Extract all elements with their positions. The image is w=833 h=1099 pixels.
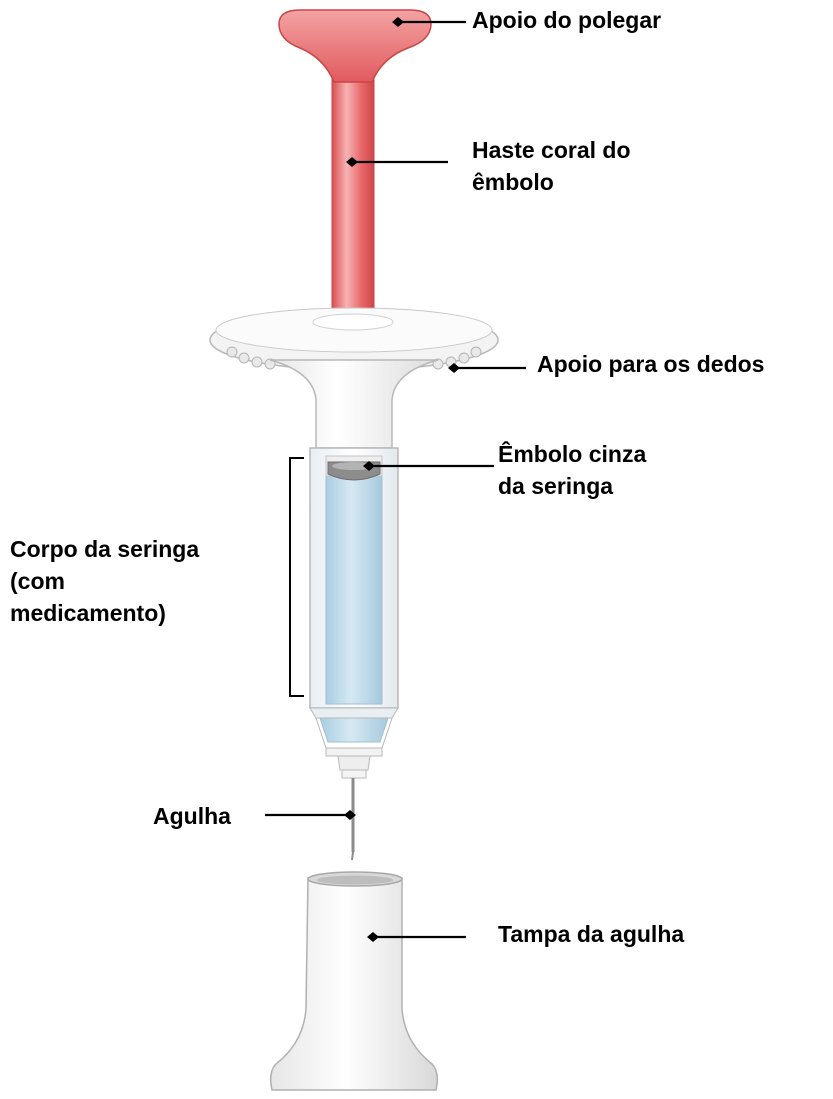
needle [351, 778, 355, 861]
label-line: Agulha [153, 803, 231, 829]
leader-lines [265, 17, 526, 942]
label-finger-flange: Apoio para os dedos [537, 348, 764, 380]
syringe-barrel [309, 447, 399, 779]
thumb-rest [278, 9, 432, 83]
label-line: Apoio para os dedos [537, 351, 765, 377]
label-gray-stopper: Êmbolo cinza da seringa [498, 438, 646, 502]
label-line: Tampa da agulha [498, 921, 685, 947]
label-line: (com [10, 568, 65, 594]
label-needle: Agulha [153, 800, 231, 832]
label-syringe-barrel: Corpo da seringa (com medicamento) [10, 533, 199, 629]
label-needle-cap: Tampa da agulha [498, 918, 684, 950]
needle-cap [269, 871, 439, 1091]
label-line: Corpo da seringa [10, 536, 200, 562]
label-line: Apoio do polegar [472, 7, 662, 33]
label-line: medicamento) [10, 600, 166, 626]
plunger-rod [331, 71, 375, 321]
label-line: êmbolo [472, 169, 554, 195]
barrel-bracket [289, 457, 304, 697]
label-thumb-rest: Apoio do polegar [472, 4, 661, 36]
label-line: da seringa [498, 473, 614, 499]
label-line: Haste coral do [472, 137, 631, 163]
label-plunger-rod: Haste coral do êmbolo [472, 134, 631, 198]
medicine-fill [325, 475, 383, 705]
finger-flange [209, 307, 499, 449]
label-line: Êmbolo cinza [498, 441, 647, 467]
